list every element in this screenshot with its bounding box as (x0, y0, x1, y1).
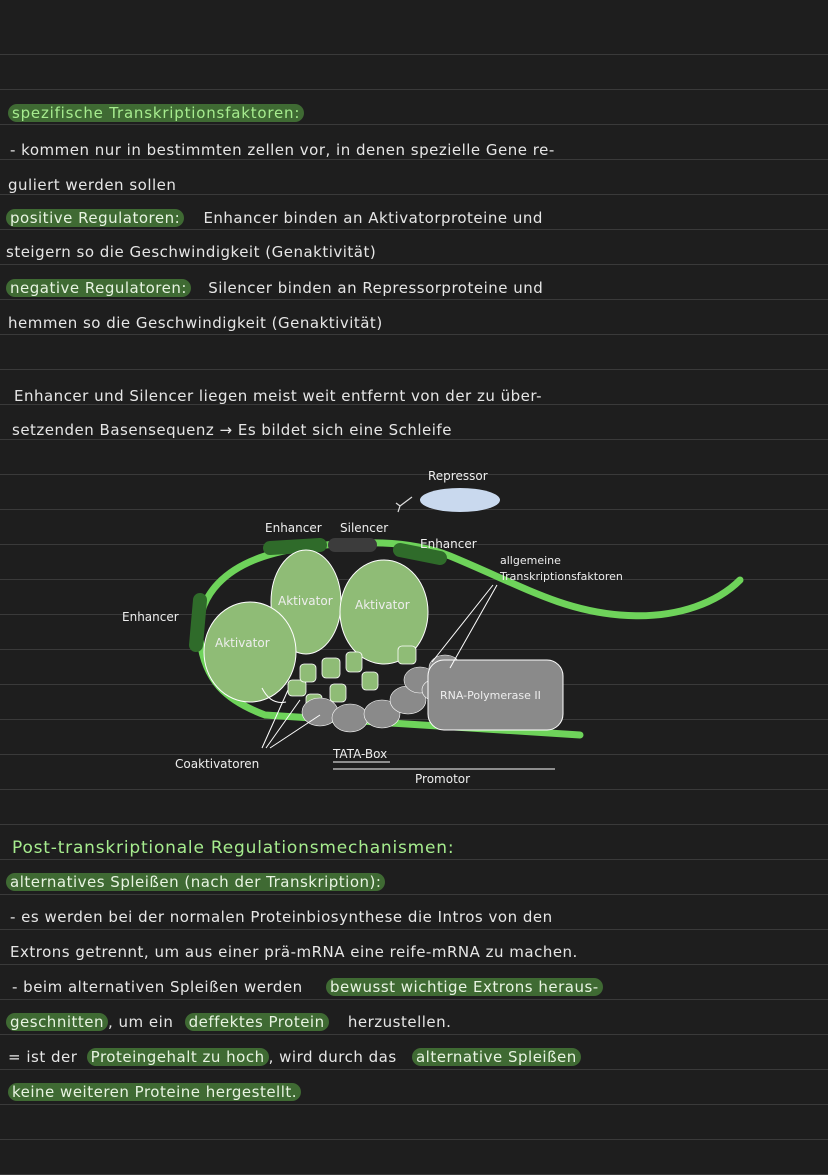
negative-regulators-text: Silencer binden an Repressorproteine und (208, 279, 544, 297)
coaktivator-piece (361, 671, 379, 691)
repressor-arrow (399, 496, 413, 507)
text-line: steigern so die Geschwindigkeit (Genakti… (6, 243, 377, 261)
label-coaktivatoren: Coaktivatoren (175, 757, 259, 771)
text-segment: = ist der (8, 1048, 78, 1066)
text-segment: - beim alternativen Spleißen werden (12, 978, 303, 996)
label-enhancer-top: Enhancer (265, 521, 322, 535)
tf-blob (363, 699, 401, 729)
label-aktivator-2: Aktivator (355, 598, 410, 612)
heading-specific-tf: spezifische Transkriptionsfaktoren: (8, 104, 828, 122)
label-aktivator-1: Aktivator (278, 594, 333, 608)
diagram-labels: Repressor Enhancer Silencer Enhancer all… (122, 469, 623, 786)
pointer-lines (261, 584, 555, 770)
label-tata-box: TATA-Box (332, 747, 387, 761)
negative-regulators-label: negative Regulatoren: (6, 279, 191, 297)
dna-strand-right (296, 539, 744, 620)
text-line: - es werden bei der normalen Proteinbios… (10, 908, 553, 926)
coaktivator-piece (329, 683, 347, 703)
text-segment: , wird durch das (268, 1048, 397, 1066)
pointer-line (269, 714, 321, 749)
label-aktivator-3: Aktivator (215, 636, 270, 650)
pointer-line (431, 584, 494, 663)
text-line: Extrons getrennt, um aus einer prä-mRNA … (10, 943, 578, 961)
text-line: guliert werden sollen (8, 176, 177, 194)
label-promotor: Promotor (415, 772, 470, 786)
coaktivator-piece (345, 651, 363, 673)
label-enhancer-left: Enhancer (122, 610, 179, 624)
enhancer-segment-top (263, 538, 327, 555)
label-silencer: Silencer (340, 521, 388, 535)
subheading-alt-splicing: alternatives Spleißen (nach der Transkri… (6, 873, 386, 891)
label-general-tf-2: Transkriptionsfaktoren (499, 570, 623, 583)
highlight-segment: bewusst wichtige Extrons heraus- (325, 978, 603, 996)
label-general-tf-1: allgemeine (500, 554, 561, 567)
highlight-segment: deffektes Protein (184, 1013, 329, 1031)
text-line-positive: positive Regulatoren: Enhancer binden an… (6, 209, 828, 227)
text-line-final: keine weiteren Proteine hergestellt. (8, 1083, 828, 1101)
repressor-shape (420, 488, 500, 512)
positive-regulators-label: positive Regulatoren: (6, 209, 185, 227)
coaktivator-group (287, 645, 417, 709)
rna-polymerase-shape (427, 659, 564, 731)
coaktivator-piece (397, 645, 417, 665)
text-segment: , um ein (108, 1013, 174, 1031)
text-line-negative: negative Regulatoren: Silencer binden an… (6, 279, 828, 297)
text-line: setzenden Basensequenz → Es bildet sich … (12, 421, 452, 439)
aktivator-shape-3 (203, 601, 297, 703)
heading-post-transcriptional: Post-transkriptionale Regulationsmechani… (12, 838, 455, 858)
text-line-defect: geschnitten, um ein deffektes Protein he… (6, 1013, 828, 1031)
highlight-segment: keine weiteren Proteine hergestellt. (8, 1083, 302, 1101)
text-line-protein: = ist der Proteingehalt zu hoch, wird du… (8, 1048, 828, 1066)
text-line: Enhancer und Silencer liegen meist weit … (14, 387, 543, 405)
coaktivator-piece (287, 679, 307, 697)
highlight-segment: Proteingehalt zu hoch (86, 1048, 269, 1066)
pointer-line (261, 689, 289, 749)
text-line: - kommen nur in bestimmten zellen vor, i… (10, 141, 555, 159)
text-line-splicing: - beim alternativen Spleißen werden bewu… (12, 978, 828, 996)
positive-regulators-text: Enhancer binden an Aktivatorproteine und (203, 209, 543, 227)
highlight-segment: geschnitten (6, 1013, 108, 1031)
enhancer-segment-left (189, 593, 207, 652)
label-rna-polymerase: RNA-Polymerase II (440, 689, 541, 702)
pointer-line (261, 687, 287, 703)
pointer-line (265, 699, 301, 749)
highlight-segment: alternative Spleißen (411, 1048, 581, 1066)
label-enhancer-right: Enhancer (420, 537, 477, 551)
tf-blob (331, 703, 369, 733)
text-line: hemmen so die Geschwindigkeit (Genaktivi… (8, 314, 383, 332)
heading-text: spezifische Transkriptionsfaktoren: (8, 104, 305, 122)
coaktivator-piece (299, 663, 317, 683)
subheading-line: alternatives Spleißen (nach der Transkri… (6, 873, 828, 891)
label-repressor: Repressor (428, 469, 488, 483)
text-segment: herzustellen. (347, 1013, 452, 1031)
coaktivator-piece (321, 657, 341, 679)
aktivator-shape-2 (339, 559, 429, 665)
arrow-head (395, 502, 401, 513)
pointer-line (449, 584, 498, 669)
enhancer-segment-right (393, 543, 447, 565)
